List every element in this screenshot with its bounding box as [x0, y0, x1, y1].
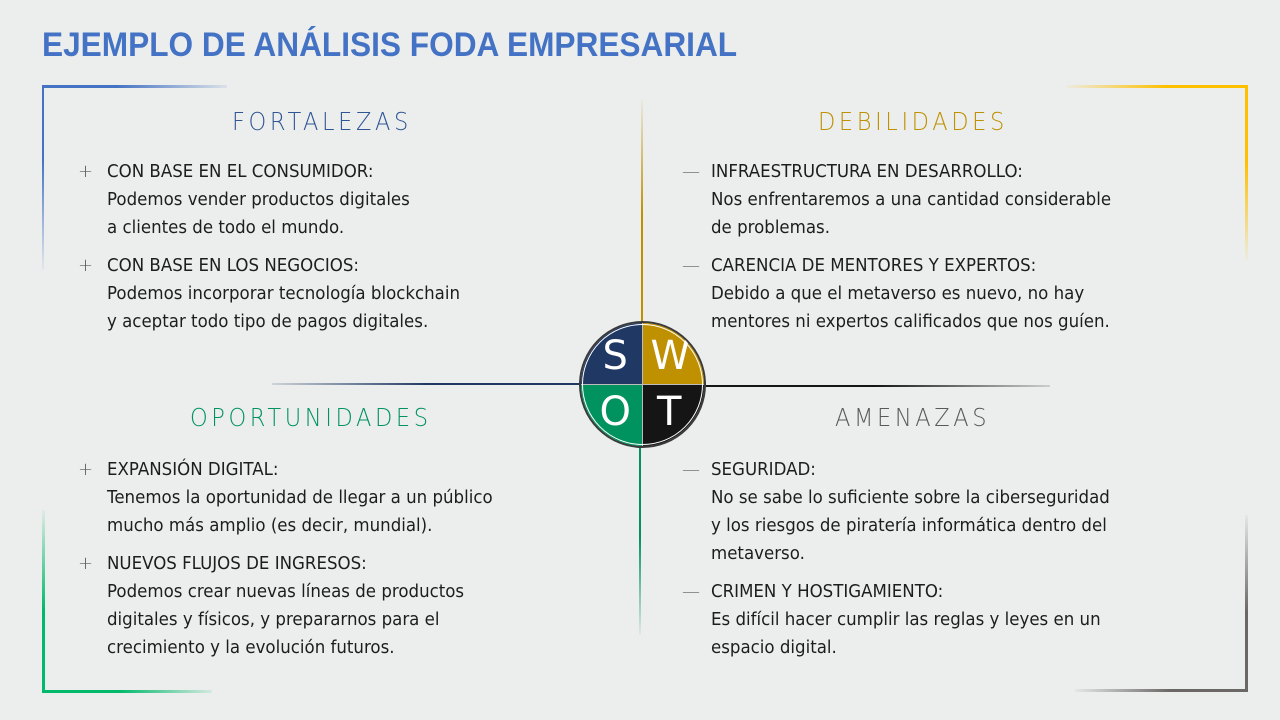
item-body: No se sabe lo suficiente sobre la cibers… [711, 488, 1110, 564]
item-title: CARENCIA DE MENTORES Y EXPERTOS: [711, 256, 1037, 276]
dash-icon: — [682, 161, 700, 182]
strengths-bracket-top [42, 85, 227, 88]
item-body: Debido a que el metaverso es nuevo, no h… [711, 284, 1110, 332]
swot-t-cell: T [642, 384, 704, 446]
divider-horizontal-left [272, 383, 584, 385]
list-item: + EXPANSIÓN DIGITAL: Tenemos la oportuni… [78, 456, 627, 540]
item-body: Nos enfrentaremos a una cantidad conside… [711, 190, 1112, 238]
plus-icon: + [78, 161, 94, 182]
item-body: Podemos vender productos digitales a cli… [107, 190, 410, 238]
opportunities-bracket-left [42, 510, 45, 693]
swot-s-cell: S [581, 323, 643, 385]
strengths-heading: FORTALEZAS [232, 107, 412, 136]
weaknesses-list: — INFRAESTRUCTURA EN DESARROLLO: Nos enf… [682, 158, 1231, 346]
opportunities-list: + EXPANSIÓN DIGITAL: Tenemos la oportuni… [78, 456, 627, 672]
dash-icon: — [682, 255, 700, 276]
opportunities-bracket-bottom [42, 690, 212, 693]
item-body: Es difícil hacer cumplir las reglas y le… [711, 610, 1101, 658]
list-item: — SEGURIDAD: No se sabe lo suficiente so… [682, 456, 1231, 568]
item-title: SEGURIDAD: [711, 460, 816, 480]
list-item: — CRIMEN Y HOSTIGAMIENTO: Es difícil hac… [682, 578, 1231, 662]
dash-icon: — [682, 459, 700, 480]
list-item: + CON BASE EN LOS NEGOCIOS: Podemos inco… [78, 252, 627, 336]
list-item: — INFRAESTRUCTURA EN DESARROLLO: Nos enf… [682, 158, 1231, 242]
dash-icon: — [682, 581, 700, 602]
item-body: Podemos crear nuevas líneas de productos… [107, 582, 465, 658]
list-item: — CARENCIA DE MENTORES Y EXPERTOS: Debid… [682, 252, 1231, 336]
item-title: EXPANSIÓN DIGITAL: [107, 460, 279, 480]
plus-icon: + [78, 255, 94, 276]
weaknesses-bracket-top [1066, 85, 1248, 88]
threats-heading: AMENAZAS [835, 403, 991, 432]
divider-vertical-bottom [639, 440, 641, 635]
threats-bracket-bottom [1075, 689, 1248, 692]
list-item: + NUEVOS FLUJOS DE INGRESOS: Podemos cre… [78, 550, 627, 662]
plus-icon: + [78, 553, 94, 574]
item-body: Podemos incorporar tecnología blockchain… [107, 284, 461, 332]
strengths-bracket-left [42, 85, 44, 270]
weaknesses-bracket-right [1245, 85, 1248, 260]
opportunities-heading: OPORTUNIDADES [190, 403, 432, 432]
strengths-list: + CON BASE EN EL CONSUMIDOR: Podemos ven… [78, 158, 627, 346]
threats-list: — SEGURIDAD: No se sabe lo suficiente so… [682, 456, 1231, 672]
threats-bracket-right [1245, 515, 1248, 692]
item-title: CON BASE EN LOS NEGOCIOS: [107, 256, 360, 276]
list-item: + CON BASE EN EL CONSUMIDOR: Podemos ven… [78, 158, 627, 242]
plus-icon: + [78, 459, 94, 480]
divider-vertical-top [641, 100, 643, 330]
item-title: NUEVOS FLUJOS DE INGRESOS: [107, 554, 367, 574]
divider-horizontal-right [700, 385, 1050, 387]
weaknesses-heading: DEBILIDADES [818, 107, 1008, 136]
page-title: EJEMPLO DE ANÁLISIS FODA EMPRESARIAL [42, 26, 738, 64]
item-body: Tenemos la oportunidad de llegar a un pú… [107, 488, 493, 536]
swot-o-cell: O [581, 384, 643, 446]
item-title: CRIMEN Y HOSTIGAMIENTO: [711, 582, 944, 602]
item-title: CON BASE EN EL CONSUMIDOR: [107, 162, 374, 182]
item-title: INFRAESTRUCTURA EN DESARROLLO: [711, 162, 1023, 182]
